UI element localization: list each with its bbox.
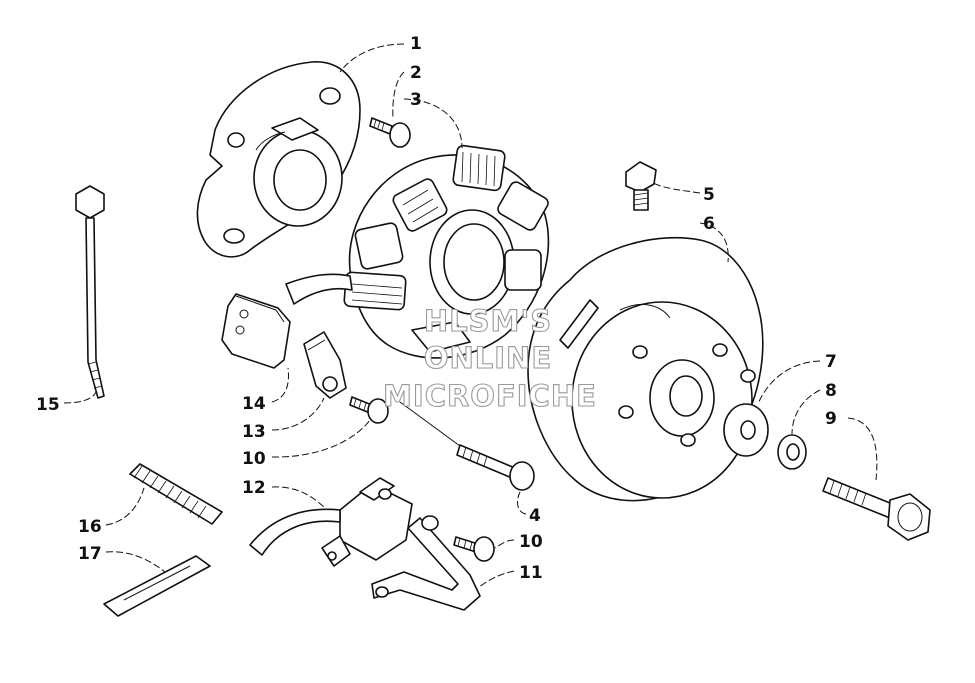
leader-16 [105,487,145,526]
callout-10-upper[interactable]: 10 [242,449,266,469]
leader-10a [271,419,371,458]
leader-2 [392,71,405,119]
callout-2[interactable]: 2 [410,63,422,83]
callout-14[interactable]: 14 [242,394,266,414]
part-12-pulser-coil[interactable] [249,477,413,567]
part-4-bolt[interactable] [399,401,535,491]
leader-17 [105,551,166,573]
callout-11[interactable]: 11 [519,563,543,583]
leader-11 [477,570,515,589]
leader-8 [791,389,821,435]
callout-7[interactable]: 7 [825,352,837,372]
callout-labels: 1 2 3 4 5 6 7 8 9 10 10 11 12 13 14 15 1… [36,34,837,583]
part-13-clamp[interactable] [303,331,347,399]
leader-7 [757,360,821,405]
watermark-line-3: MICROFICHE [383,379,597,413]
leader-1 [339,43,405,73]
leader-13 [271,397,325,431]
leader-14 [271,367,289,403]
part-17-shim-plate[interactable] [103,555,211,617]
callout-1[interactable]: 1 [410,34,422,54]
callout-17[interactable]: 17 [78,544,102,564]
part-3-stator[interactable] [285,144,550,359]
part-16-spring[interactable] [129,463,223,525]
leader-9 [847,417,878,481]
leader-5 [651,181,701,194]
callout-12[interactable]: 12 [242,478,266,498]
part-2-screw[interactable] [369,117,411,148]
part-9-flywheel-bolt[interactable] [822,477,931,541]
leader-15 [63,391,97,404]
part-11-bracket[interactable] [371,515,481,611]
callout-16[interactable]: 16 [78,517,102,537]
callout-3[interactable]: 3 [410,90,422,110]
leader-12 [271,486,326,509]
part-1-stator-plate[interactable] [196,61,361,258]
watermark-line-2: ONLINE [424,341,552,375]
hlsm-watermark: HLSM'S ONLINE MICROFICHE [383,303,597,413]
callout-5[interactable]: 5 [703,185,715,205]
part-15-cable-tie[interactable] [75,185,105,399]
watermark-line-1: HLSM'S [424,304,552,338]
part-7-washer[interactable] [723,403,769,457]
callout-15[interactable]: 15 [36,395,60,415]
callout-6[interactable]: 6 [703,214,715,234]
leader-6 [699,222,729,263]
leader-lines [63,43,878,589]
leader-10b [494,539,515,549]
callout-9[interactable]: 9 [825,409,837,429]
callout-4[interactable]: 4 [529,506,541,526]
callout-8[interactable]: 8 [825,381,837,401]
callout-13[interactable]: 13 [242,422,266,442]
callout-10-lower[interactable]: 10 [519,532,543,552]
part-5-flange-bolt[interactable] [625,161,657,211]
part-8-lock-washer[interactable] [777,434,807,470]
part-6-flywheel[interactable] [527,237,764,502]
leader-4 [517,491,527,515]
part-10-screw-lower[interactable] [453,536,495,562]
part-10-screw-upper[interactable] [349,396,389,424]
part-14-pad[interactable] [221,293,291,369]
leader-3 [403,98,463,149]
